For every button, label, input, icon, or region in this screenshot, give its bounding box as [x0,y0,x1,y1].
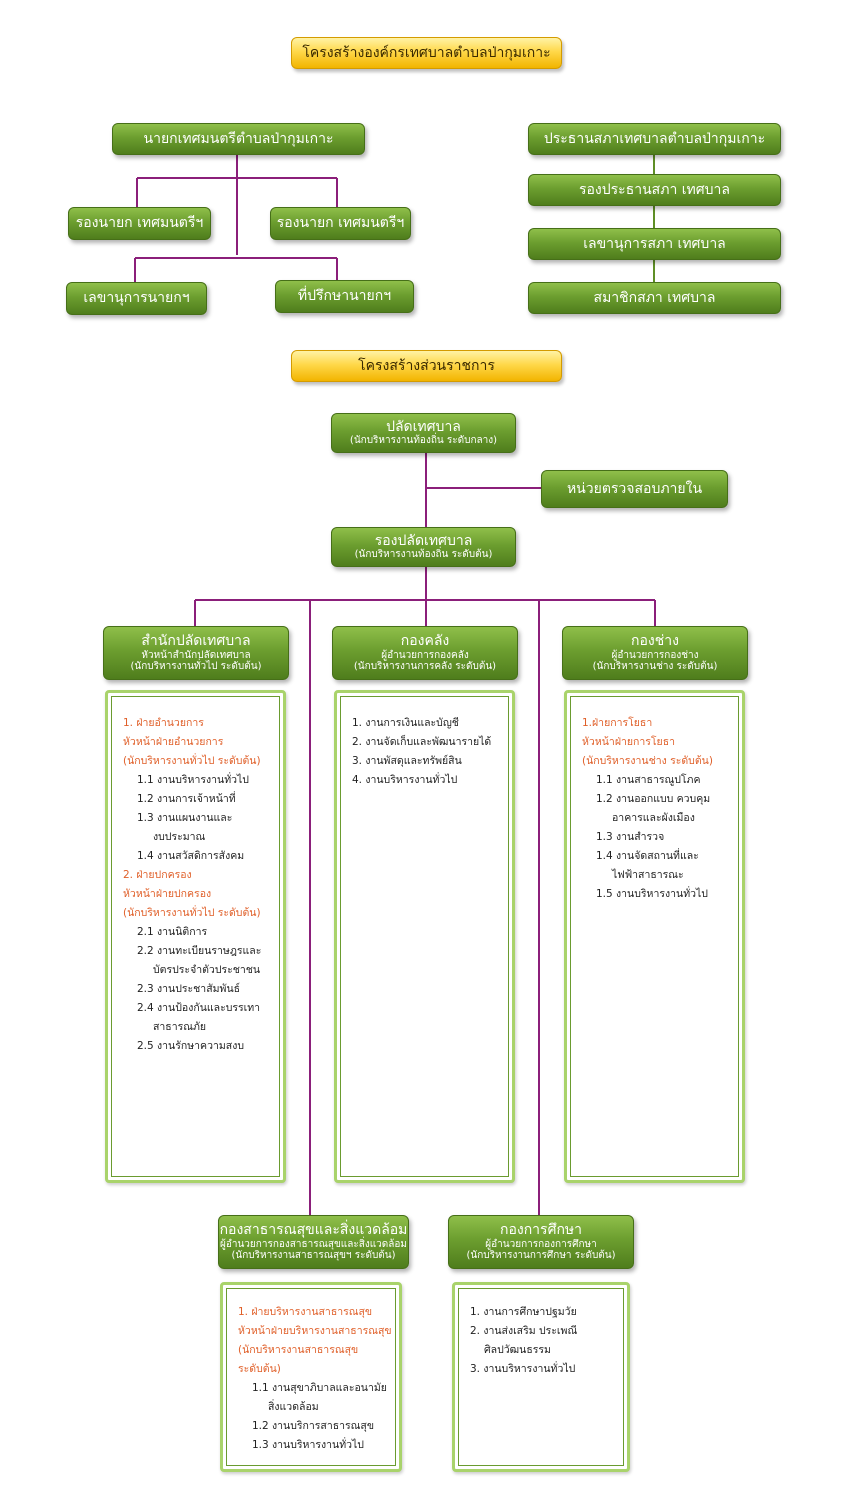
list-item: 1. งานการเงินและบัญชี [352,717,459,729]
clerk-office-panel: 1. ฝ่ายอำนวยการ หัวหน้าฝ่ายอำนวยการ (นัก… [105,690,286,1183]
list-item: (นักบริหารงานทั่วไป ระดับต้น) [123,907,261,919]
clerk-office-sub2: (นักบริหารงานทั่วไป ระดับต้น) [130,661,262,673]
municipal-clerk-title: ปลัดเทศบาล [386,419,461,436]
education-division-box: กองการศึกษา ผู้อำนวยการกองการศึกษา (นักบ… [448,1215,634,1269]
list-item: 2. งานจัดเก็บและพัฒนารายได้ [352,736,492,748]
list-item: หัวหน้าฝ่ายบริหารงานสาธารณสุข [238,1325,392,1337]
health-division-list: 1. ฝ่ายบริหารงานสาธารณสุข หัวหน้าฝ่ายบริ… [238,1303,395,1455]
health-division-panel: 1. ฝ่ายบริหารงานสาธารณสุข หัวหน้าฝ่ายบริ… [220,1282,402,1472]
list-item: 3. งานบริหารงานทั่วไป [470,1363,576,1375]
list-item: บัตรประจำตัวประชาชน [153,964,261,976]
list-item: 1.1 งานบริหารงานทั่วไป [137,774,249,786]
list-item: ศิลปวัฒนธรรม [484,1344,551,1356]
engineering-division-box: กองช่าง ผู้อำนวยการกองช่าง (นักบริหารงาน… [562,626,748,680]
list-item: 1.ฝ่ายการโยธา [582,717,653,729]
list-item: (นักบริหารงานช่าง ระดับต้น) [582,755,713,767]
list-item: 2.2 งานทะเบียนราษฎรและ [137,945,262,957]
list-item: 2.1 งานนิติการ [137,926,208,938]
health-division-title: กองสาธารณสุขและสิ่งแวดล้อม [219,1222,408,1239]
health-division-box: กองสาธารณสุขและสิ่งแวดล้อม ผู้อำนวยการกอ… [218,1215,409,1269]
deputy-clerk-sub: (นักบริหารงานท้องถิ่น ระดับต้น) [354,549,493,561]
clerk-office-list: 1. ฝ่ายอำนวยการ หัวหน้าฝ่ายอำนวยการ (นัก… [123,714,279,1056]
engineering-division-sub1: ผู้อำนวยการกองช่าง [611,649,699,661]
list-item: 4. งานบริหารงานทั่วไป [352,774,458,786]
list-item: หัวหน้าฝ่ายปกครอง [123,888,212,900]
education-division-sub1: ผู้อำนวยการกองการศึกษา [485,1238,597,1250]
list-item: 2. งานส่งเสริม ประเพณี [470,1325,578,1337]
list-item: 1. ฝ่ายบริหารงานสาธารณสุข [238,1306,373,1318]
list-item: สิ่งแวดล้อม [268,1401,319,1413]
health-division-sub1: ผู้อำนวยการกองสาธารณสุขและสิ่งแวดล้อม [219,1238,407,1250]
list-item: ระดับต้น) [238,1363,281,1375]
deputy-clerk-box: รองปลัดเทศบาล (นักบริหารงานท้องถิ่น ระดั… [331,527,516,567]
municipal-clerk-box: ปลัดเทศบาล (นักบริหารงานท้องถิ่น ระดับกล… [331,413,516,453]
list-item: 1.3 งานสำรวจ [596,831,665,843]
connector-divisions [194,566,656,626]
list-item: 1.1 งานสุขาภิบาลและอนามัย [252,1382,387,1394]
education-division-panel: 1. งานการศึกษาปฐมวัย 2. งานส่งเสริม ประเ… [452,1282,630,1472]
list-item: 1.2 งานการเจ้าหน้าที่ [137,793,236,805]
education-division-title: กองการศึกษา [499,1222,583,1239]
engineering-division-panel: 1.ฝ่ายการโยธา หัวหน้าฝ่ายการโยธา (นักบริ… [564,690,745,1183]
list-item: 2.3 งานประชาสัมพันธ์ [137,983,241,995]
engineering-division-sub2: (นักบริหารงานช่าง ระดับต้น) [592,661,718,673]
municipal-clerk-sub: (นักบริหารงานท้องถิ่น ระดับกลาง) [349,435,498,447]
finance-division-list: 1. งานการเงินและบัญชี 2. งานจัดเก็บและพั… [352,714,508,790]
list-item: 1.5 งานบริหารงานทั่วไป [596,888,708,900]
council-secretary-box: เลขานุการสภา เทศบาล [528,228,781,260]
list-item: (นักบริหารงานสาธารณสุข [238,1344,359,1356]
mayor-secretary-box: เลขานุการนายกฯ [66,282,207,315]
health-division-sub2: (นักบริหารงานสาธารณสุขฯ ระดับต้น) [231,1250,396,1262]
mayor-box: นายกเทศมนตรีตำบลป่ากุมเกาะ [112,123,365,155]
list-item: 1. ฝ่ายอำนวยการ [123,717,204,729]
engineering-division-title: กองช่าง [631,633,679,650]
finance-division-panel: 1. งานการเงินและบัญชี 2. งานจัดเก็บและพั… [334,690,515,1183]
list-item: 1.4 งานสวัสดิการสังคม [137,850,245,862]
engineering-division-list: 1.ฝ่ายการโยธา หัวหน้าฝ่ายการโยธา (นักบริ… [582,714,738,904]
org-structure-banner: โครงสร้างองค์กรเทศบาลตำบลป่ากุมเกาะ [291,37,562,69]
finance-division-title: กองคลัง [400,633,450,650]
list-item: 1.3 งานบริหารงานทั่วไป [252,1439,364,1451]
list-item: (นักบริหารงานทั่วไป ระดับต้น) [123,755,261,767]
list-item: 1.3 งานแผนงานและ [137,812,233,824]
list-item: อาคารและผังเมือง [612,812,695,824]
council-member-box: สมาชิกสภา เทศบาล [528,282,781,314]
finance-division-sub1: ผู้อำนวยการกองคลัง [381,649,469,661]
list-item: 2. ฝ่ายปกครอง [123,869,192,881]
deputy-clerk-title: รองปลัดเทศบาล [374,533,473,550]
deputy-mayor-right-box: รองนายก เทศมนตรีฯ [270,207,411,240]
clerk-office-sub1: หัวหน้าสำนักปลัดเทศบาล [141,649,251,661]
connector-staff [134,257,338,283]
finance-division-box: กองคลัง ผู้อำนวยการกองคลัง (นักบริหารงาน… [332,626,518,680]
list-item: ไฟฟ้าสาธารณะ [612,869,684,881]
list-item: 1.2 งานบริการสาธารณสุข [252,1420,375,1432]
list-item: 3. งานพัสดุและทรัพย์สิน [352,755,462,767]
list-item: 2.4 งานป้องกันและบรรเทา [137,1002,261,1014]
list-item: 1.2 งานออกแบบ ควบคุม [596,793,711,805]
list-item: งบประมาณ [153,831,206,843]
education-division-list: 1. งานการศึกษาปฐมวัย 2. งานส่งเสริม ประเ… [470,1303,623,1379]
mayor-advisor-box: ที่ปรึกษานายกฯ [275,280,414,313]
list-item: สาธารณภัย [153,1021,207,1033]
admin-structure-banner: โครงสร้างส่วนราชการ [291,350,562,382]
clerk-office-box: สำนักปลัดเทศบาล หัวหน้าสำนักปลัดเทศบาล (… [103,626,289,680]
deputy-mayor-left-box: รองนายก เทศมนตรีฯ [68,207,211,240]
internal-audit-box: หน่วยตรวจสอบภายใน [541,470,728,508]
connector-deputies [136,177,338,210]
list-item: 1. งานการศึกษาปฐมวัย [470,1306,577,1318]
list-item: หัวหน้าฝ่ายอำนวยการ [123,736,224,748]
list-item: 2.5 งานรักษาความสงบ [137,1040,244,1052]
list-item: 1.1 งานสาธารณูปโภค [596,774,701,786]
list-item: 1.4 งานจัดสถานที่และ [596,850,699,862]
list-item: หัวหน้าฝ่ายการโยธา [582,736,676,748]
council-chair-box: ประธานสภาเทศบาลตำบลป่ากุมเกาะ [528,123,781,155]
finance-division-sub2: (นักบริหารงานการคลัง ระดับต้น) [353,661,497,673]
clerk-office-title: สำนักปลัดเทศบาล [141,633,251,650]
council-vice-chair-box: รองประธานสภา เทศบาล [528,174,781,206]
education-division-sub2: (นักบริหารงานการศึกษา ระดับต้น) [466,1250,616,1262]
